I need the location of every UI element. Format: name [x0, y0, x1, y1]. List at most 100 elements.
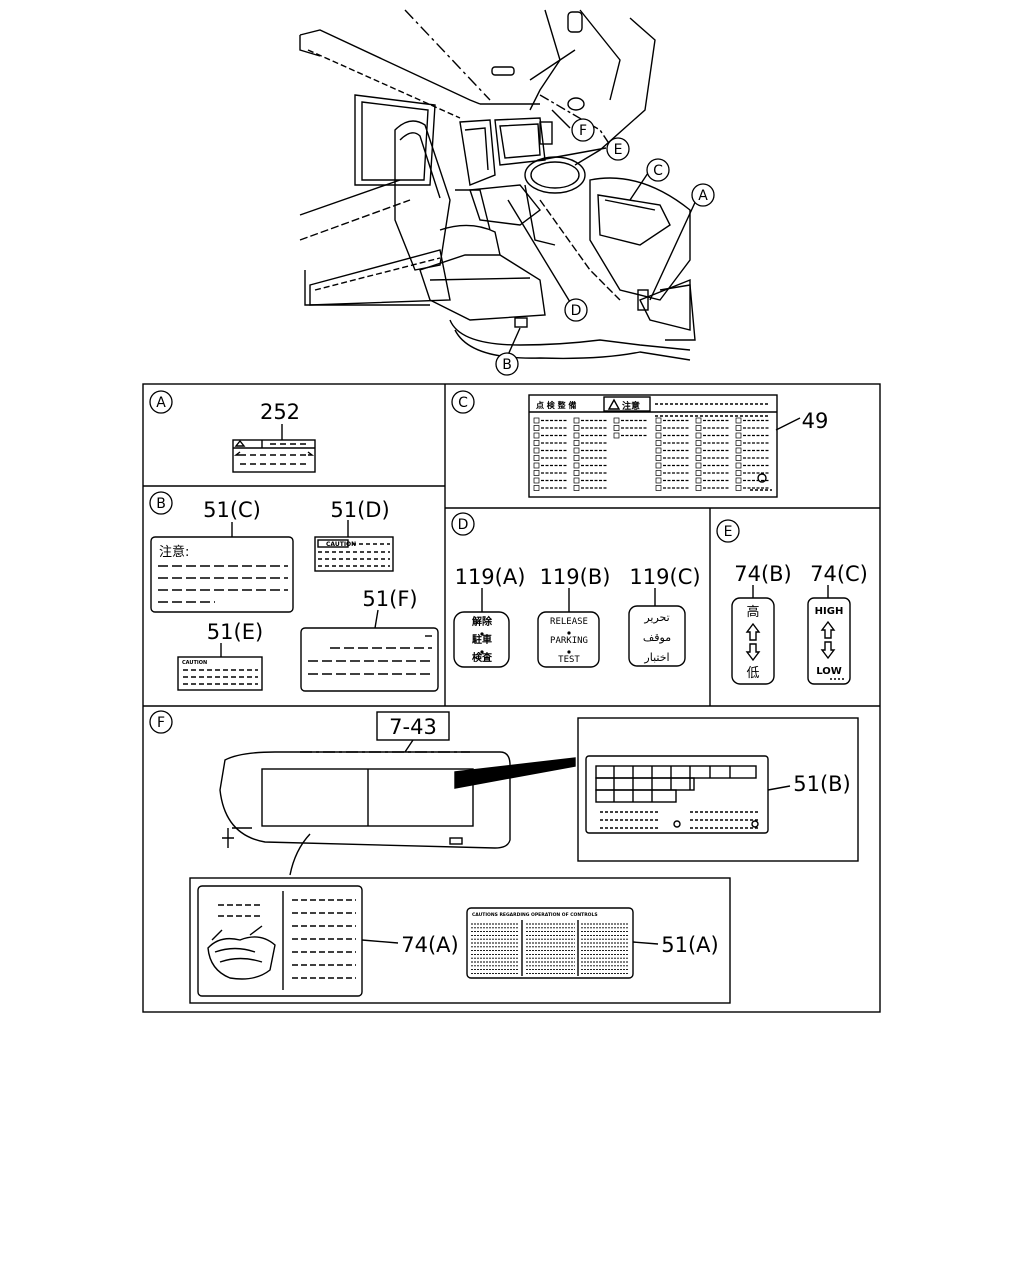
label-49-cell — [655, 447, 662, 454]
part-number-51b: 51(B) — [793, 772, 851, 796]
label-49-cell — [695, 462, 702, 469]
part-number-51a: 51(A) — [661, 933, 718, 957]
callout-c: C — [653, 163, 663, 179]
knob-119a-line-1: 解除 — [472, 615, 493, 628]
part-number-49: 49 — [802, 409, 829, 433]
label-49-cell — [655, 477, 662, 484]
panel-letter-d: D — [458, 517, 469, 533]
callout-a: A — [698, 188, 708, 204]
part-number-51e: 51(E) — [207, 620, 263, 644]
label-49-cell — [573, 477, 580, 484]
knob-119b-line-1: RELEASE — [550, 617, 588, 627]
label-49-cell — [573, 425, 580, 431]
switch-74b-bottom: 低 — [746, 666, 759, 681]
label-49-cell — [533, 447, 540, 454]
label-49-cell — [573, 417, 580, 424]
callout-b: B — [502, 357, 512, 373]
panel-letter-e: E — [724, 524, 733, 540]
label-51a-text-lines — [471, 923, 629, 974]
label-51c-heading: 注意: — [159, 544, 189, 560]
knob-119c-line-2: موقف — [643, 631, 671, 644]
label-49-cell — [613, 432, 620, 439]
switch-74c — [807, 585, 851, 685]
panel-letter-a: A — [156, 395, 166, 411]
label-49-cell — [533, 477, 540, 484]
label-49-cell — [573, 455, 580, 461]
label-51e — [177, 643, 263, 691]
part-number-252: 252 — [260, 400, 300, 424]
knob-119b-line-3: TEST — [558, 655, 580, 665]
label-49-cell — [533, 432, 540, 439]
switch-74c-top: HIGH — [815, 606, 844, 617]
ref-7-43: 7-43 — [389, 715, 437, 739]
label-49-cell — [573, 462, 580, 469]
label-49-cell — [695, 432, 702, 439]
label-49-cell — [655, 455, 662, 461]
label-51e-heading: CAUTION — [182, 660, 207, 666]
label-49-cell — [695, 477, 702, 484]
label-49-cell — [533, 440, 540, 446]
label-49-cell — [533, 417, 540, 424]
callout-circles — [149, 118, 740, 734]
label-49-cell — [613, 417, 620, 424]
label-51f — [300, 609, 439, 692]
part-number-74b: 74(B) — [734, 562, 792, 586]
label-49-cell — [695, 417, 702, 424]
label-49-cell — [573, 432, 580, 439]
label-49-cell — [573, 470, 580, 476]
knob-119a — [453, 588, 510, 668]
label-49-cell — [695, 447, 702, 454]
panel-letter-b: B — [156, 496, 166, 512]
label-49-grid — [533, 417, 770, 491]
knob-119a-line-2: 駐車 — [472, 633, 492, 646]
label-49-cell — [695, 425, 702, 431]
label-49-cell — [695, 485, 702, 491]
label-49-cell — [735, 485, 742, 491]
switch-74b — [731, 585, 775, 685]
label-49-cell — [735, 455, 742, 461]
knob-119c-line-1: تحرير — [643, 611, 669, 624]
label-49-cell — [735, 477, 742, 484]
label-49-cell — [573, 447, 580, 454]
label-49-cell — [735, 447, 742, 454]
label-49 — [528, 394, 801, 498]
label-49-cell — [533, 425, 540, 431]
label-49-cell — [695, 455, 702, 461]
cab-interior-illustration — [299, 9, 699, 361]
switch-74b-top: 高 — [746, 604, 759, 620]
panel-letter-f: F — [157, 715, 165, 731]
label-49-cell — [735, 470, 742, 476]
inset-51b — [577, 717, 859, 862]
label-49-cell — [735, 432, 742, 439]
part-number-119a: 119(A) — [455, 565, 526, 589]
part-number-51f: 51(F) — [362, 587, 417, 611]
switch-74c-bottom: LOW — [816, 666, 842, 677]
label-49-cell — [655, 417, 662, 424]
label-49-cell — [573, 440, 580, 446]
knob-119b — [537, 588, 600, 668]
part-number-51d: 51(D) — [330, 498, 389, 522]
label-49-cell — [695, 470, 702, 476]
callout-d: D — [571, 303, 582, 319]
label-49-header-left: 点 検 整 備 — [536, 400, 576, 410]
label-51c — [150, 522, 294, 613]
label-51d-heading: CAUTION — [326, 541, 356, 548]
label-49-cell — [735, 417, 742, 424]
part-number-119b: 119(B) — [540, 565, 611, 589]
label-49-header-right: 注意 — [622, 400, 640, 412]
callout-f: F — [579, 123, 587, 139]
label-51a-title: CAUTIONS REGARDING OPERATION OF CONTROLS — [472, 912, 598, 918]
label-49-cell — [655, 440, 662, 446]
callout-e: E — [614, 142, 623, 158]
sun-visor — [219, 711, 576, 876]
label-51d — [314, 520, 394, 572]
label-49-cell — [533, 455, 540, 461]
knob-119a-line-3: 検査 — [472, 651, 493, 664]
label-49-cell — [533, 462, 540, 469]
label-49-cell — [655, 462, 662, 469]
part-number-119c: 119(C) — [629, 565, 700, 589]
knob-119c-line-3: اختبار — [643, 651, 669, 664]
panel-letter-c: C — [458, 395, 468, 411]
label-49-cell — [533, 485, 540, 491]
